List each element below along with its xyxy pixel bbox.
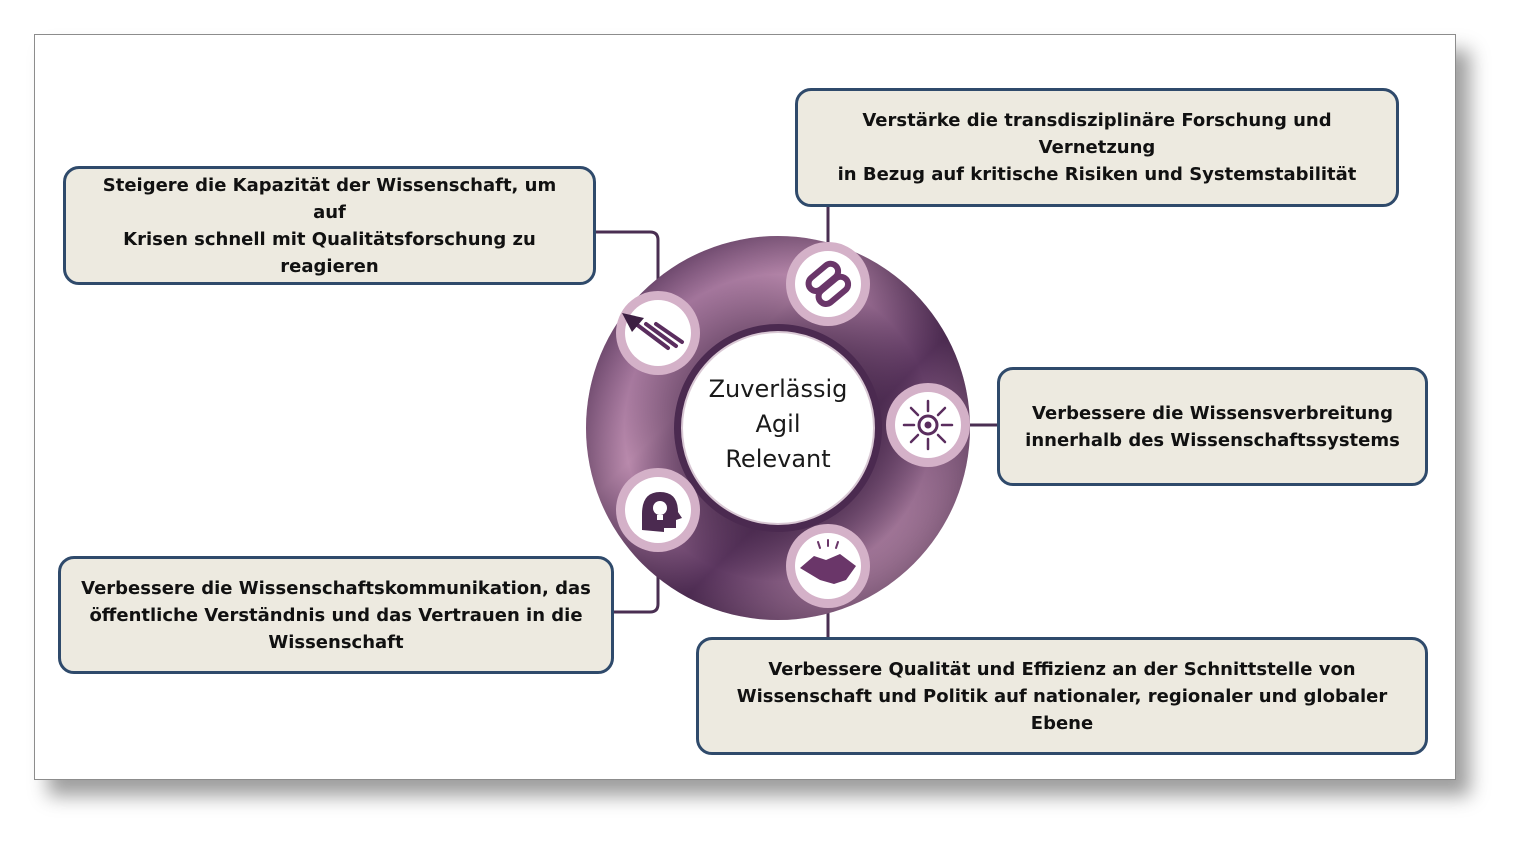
handshake-icon: [786, 524, 870, 608]
link-icon: [786, 242, 870, 326]
radiating-target-icon: [886, 383, 970, 467]
goal-box-research: Verstärke die transdisziplinäre Forschun…: [795, 88, 1399, 207]
arrow-icon: [616, 291, 700, 375]
goal-box-dissemination: Verbessere die Wissensverbreitung innerh…: [997, 367, 1428, 486]
center-line-3: Relevant: [725, 445, 831, 473]
goal-text-research: Verstärke die transdisziplinäre Forschun…: [837, 110, 1357, 185]
center-line-1: Zuverlässig: [708, 375, 848, 403]
center-disc: [681, 331, 875, 525]
head-lightbulb-icon: [616, 468, 700, 552]
connector-capacity: [596, 230, 660, 300]
goal-text-capacity: Steigere die Kapazität der Wissenschaft,…: [102, 174, 557, 277]
center-line-2: Agil: [755, 410, 801, 438]
goal-box-communication: Verbessere die Wissenschaftskommunikatio…: [58, 556, 614, 674]
goal-text-communication: Verbessere die Wissenschaftskommunikatio…: [81, 577, 591, 653]
center-label: Zuverlässig Agil Relevant: [688, 372, 868, 477]
goal-box-capacity: Steigere die Kapazität der Wissenschaft,…: [63, 166, 596, 285]
goal-box-interface: Verbessere Qualität und Effizienz an der…: [696, 637, 1428, 755]
goal-text-dissemination: Verbessere die Wissensverbreitung innerh…: [1025, 402, 1400, 451]
goal-text-interface: Verbessere Qualität und Effizienz an der…: [736, 658, 1388, 734]
connector-communication: [614, 548, 660, 614]
